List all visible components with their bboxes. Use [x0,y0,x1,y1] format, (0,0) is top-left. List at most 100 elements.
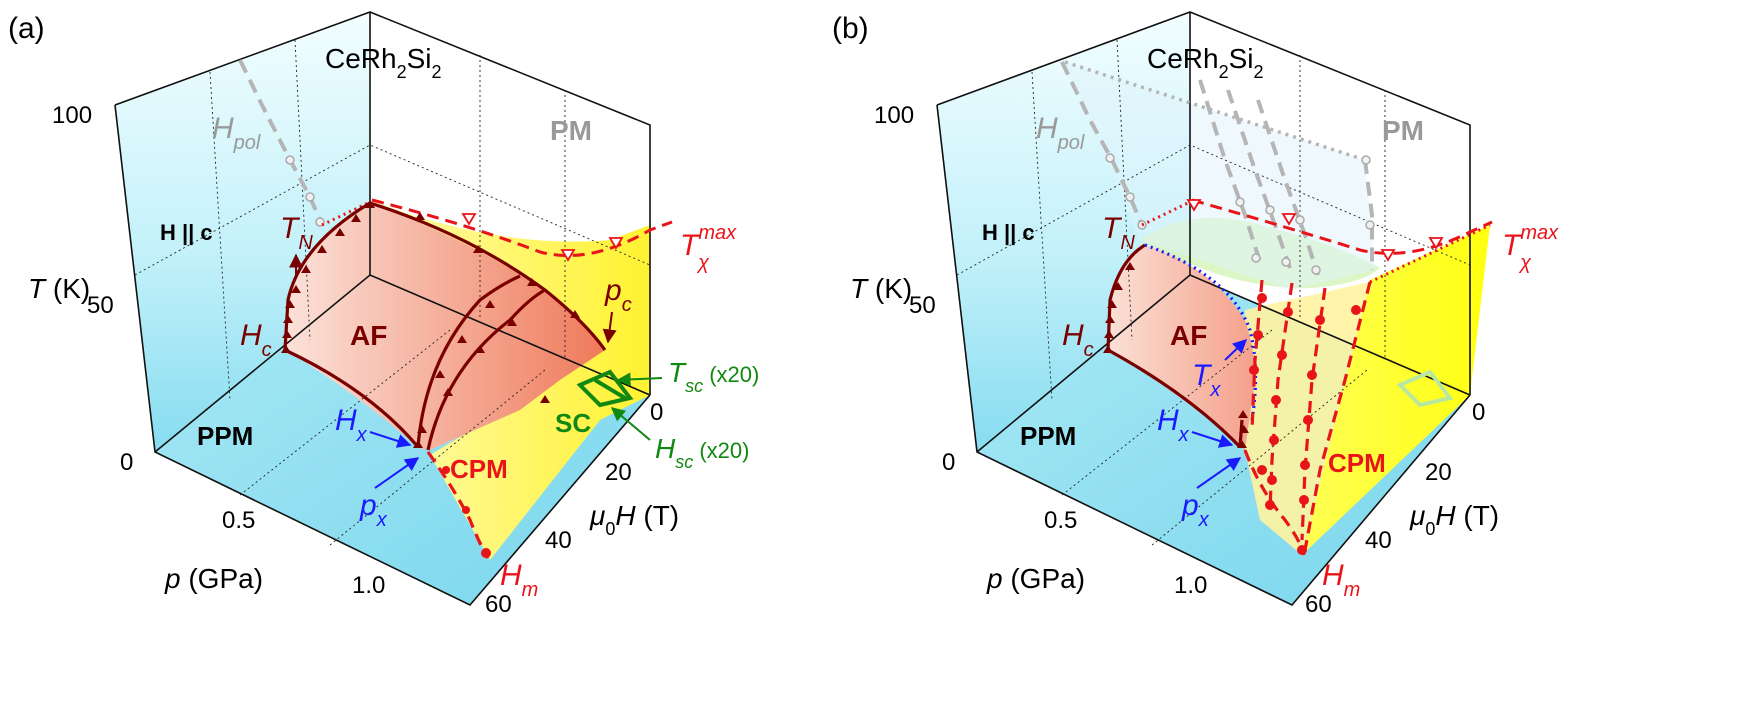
t-axis-label: T (K) [28,273,90,304]
panel-b: (b) 100 50 0 T (K) 0.5 1.0 p [832,11,1559,618]
t-tick-0: 0 [120,449,133,476]
p-tick-1.0: 1.0 [1174,572,1207,599]
hx-label: Hx [1157,404,1190,446]
p-axis-label: p (GPa) [986,563,1085,594]
tchi-point [560,249,576,262]
px-arrow [1196,457,1242,489]
hm-line [1300,287,1327,541]
compound-title: CeRh2Si2 [1147,43,1264,82]
h-axis-label: μ0H (T) [589,500,679,539]
p-axis-label: p (GPa) [164,563,263,594]
hpol-line [1226,89,1292,269]
hc-line [284,348,420,449]
panel-label: (a) [8,12,45,45]
hpol-label: Hpol [1036,112,1085,154]
compound-title: CeRh2Si2 [325,43,442,82]
h-axis-label: μ0H (T) [1409,500,1499,539]
af-label: AF [1170,320,1207,351]
hm-point [442,466,450,474]
hm-line [1303,281,1372,551]
af-label: AF [350,320,387,351]
px-arrow [374,457,420,489]
px-label: px [359,489,388,531]
af-inner-1 [416,274,521,448]
p-axis-ticks: 0.5 1.0 [222,507,385,599]
af-region [285,203,605,450]
tchi-point [1428,237,1444,250]
h-tick-0: 0 [1472,399,1485,426]
sc-region [576,369,634,408]
af-region [1108,245,1255,450]
hpol-sheet [1065,62,1375,290]
panel-label: (b) [832,12,869,45]
af-data-points [1103,262,1249,448]
pm-label: PM [1382,115,1424,146]
tsc-arrow [616,372,663,387]
p-axis-ticks: 0.5 1.0 [1044,507,1207,599]
hc-label: Hc [1062,319,1094,361]
hm-label: Hm [500,559,538,601]
h-tick-20: 20 [605,459,632,486]
tchi-point [1281,213,1297,226]
cpm-wall [1302,225,1490,555]
left-wall [115,12,370,452]
tchi-point [608,237,624,250]
sc-line [593,378,627,400]
pc-arrow [602,311,617,344]
tsc-label: Tsc (x20) [668,357,759,396]
tx-arrow [1224,339,1248,361]
h-tick-60: 60 [485,591,512,618]
p-tick-0.5: 0.5 [222,507,255,534]
tn-label: TN [280,212,313,254]
af-top-line [369,201,607,351]
hm-line [1250,279,1264,431]
t-tick-100: 100 [52,102,92,129]
af-data-points [281,200,580,448]
h-axis-ticks: 0 20 40 60 [485,399,663,618]
h-tick-20: 20 [1425,459,1452,486]
hm-line [1243,449,1306,556]
p-tick-0.5: 0.5 [1044,507,1077,534]
t-axis-ticks: 100 50 0 [52,102,133,476]
hpol-line [1256,99,1320,276]
tn-label: TN [1102,212,1135,254]
pm-label: PM [550,115,592,146]
tchi-point [1186,199,1202,212]
h-tick-60: 60 [1305,591,1332,618]
t-axis-label: T (K) [850,273,912,304]
cpm-label: CPM [450,454,508,484]
hpol-point [285,155,295,165]
hc-label: Hc [240,319,272,361]
sc-label: SC [555,408,591,438]
hm-point [481,548,491,558]
hx-arrow [1191,431,1234,448]
hsc-arrow [610,407,651,441]
h-axis-ticks: 0 20 40 60 [1305,399,1485,618]
t-tick-100: 100 [874,102,914,129]
hm-line [1268,282,1294,511]
hm-point [462,506,470,514]
hx-label: Hx [335,404,368,446]
px-label: px [1181,489,1210,531]
hpol-line [1198,79,1262,263]
tn-line [283,201,371,351]
cpm-label: CPM [1328,448,1386,478]
ppm-label: PPM [197,421,253,451]
hm-points [1249,293,1361,555]
hpol-points [1105,153,1375,275]
hpol-point [305,192,315,202]
sc-region [1396,369,1454,408]
af-inner-2 [426,288,546,451]
tchi-point [1380,249,1396,262]
hx-arrow [369,431,412,448]
tchi-point [461,213,477,226]
orientation-label: H || c [982,220,1035,245]
hsc-label: Hsc (x20) [655,433,749,472]
p-tick-1.0: 1.0 [352,572,385,599]
h-tick-40: 40 [1365,527,1392,554]
h-tick-0: 0 [650,399,663,426]
hpol-line [1363,159,1374,270]
